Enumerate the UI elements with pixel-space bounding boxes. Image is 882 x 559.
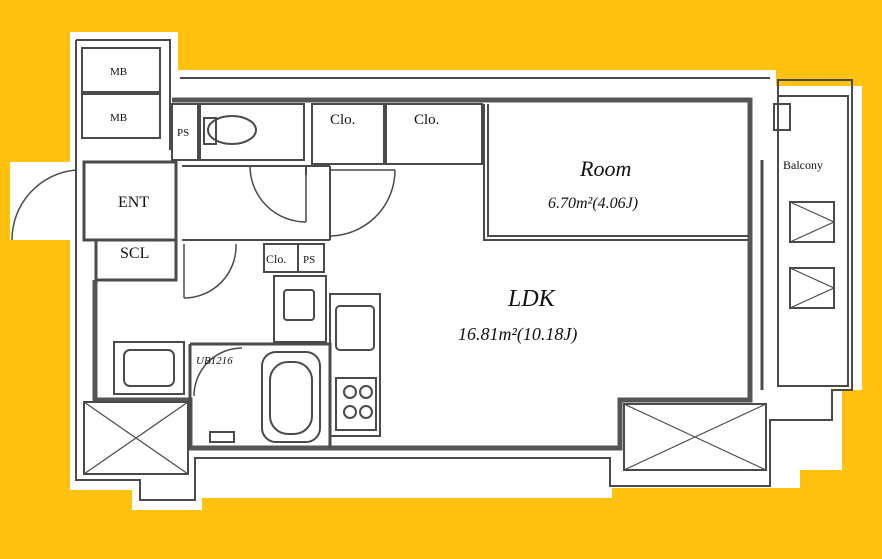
hall-wall xyxy=(182,165,331,241)
hall-door-swing xyxy=(249,165,307,223)
label-mb-bottom: MB xyxy=(110,112,127,124)
burner-1 xyxy=(343,385,357,399)
bathtub-inner xyxy=(269,361,313,435)
bath-basin xyxy=(209,431,235,443)
label-ps-center: PS xyxy=(303,254,315,266)
label-room-name: Room xyxy=(579,156,631,181)
label-clo-1: Clo. xyxy=(330,112,355,128)
mb-box-top xyxy=(81,47,161,93)
bathtub xyxy=(261,351,321,443)
label-ent: ENT xyxy=(118,194,149,211)
vanity-counter xyxy=(273,275,327,343)
burner-2 xyxy=(359,385,373,399)
corner-storage-right-x xyxy=(623,403,767,471)
label-ldk-area: 16.81m²(10.18J) xyxy=(458,324,577,345)
corner-storage-left xyxy=(83,401,189,475)
kitchen-counter xyxy=(329,293,381,437)
washer-pan xyxy=(113,341,185,395)
label-clo-2: Clo. xyxy=(414,112,439,128)
exterior-wall-outer xyxy=(75,39,853,501)
bath-door-swing xyxy=(193,347,243,397)
label-ub: UB1216 xyxy=(196,355,233,367)
label-room-area: 6.70m²(4.06J) xyxy=(548,195,638,212)
label-ldk-name: LDK xyxy=(507,286,557,312)
kitchen-sink xyxy=(335,305,375,351)
ps-shaft-center xyxy=(297,243,325,273)
toilet-room xyxy=(199,103,305,161)
balcony-area xyxy=(777,95,849,387)
kitchen-stove xyxy=(335,377,377,431)
closet-2 xyxy=(385,103,483,165)
room-partition-inner xyxy=(487,104,748,237)
sanitary-door-swing xyxy=(183,243,237,299)
ldk-door-swing xyxy=(329,169,396,237)
label-ps-left: PS xyxy=(177,127,189,139)
ps-shaft-left xyxy=(171,103,199,161)
closet-1 xyxy=(311,103,385,165)
mb-box-bottom xyxy=(81,93,161,139)
label-balcony: Balcony xyxy=(783,158,823,172)
vanity-sink xyxy=(283,289,315,321)
room-partition xyxy=(483,104,748,241)
balcony-unit-top xyxy=(773,103,791,131)
burner-3 xyxy=(343,405,357,419)
label-scl: SCL xyxy=(120,245,149,262)
toilet-tank xyxy=(203,117,217,145)
label-mb-top: MB xyxy=(110,66,127,78)
outdoor-unit-1-mark xyxy=(789,201,836,243)
washer-inner xyxy=(123,349,175,387)
toilet-bowl xyxy=(207,115,257,145)
label-clo-3: Clo. xyxy=(266,252,286,266)
entry-wall xyxy=(82,160,178,282)
corner-storage-left-x xyxy=(83,401,189,475)
burner-4 xyxy=(359,405,373,419)
plan-paper xyxy=(10,32,862,510)
entry-door-swing xyxy=(11,169,77,241)
outdoor-unit-2-mark xyxy=(789,267,836,309)
exterior-wall xyxy=(92,97,753,451)
